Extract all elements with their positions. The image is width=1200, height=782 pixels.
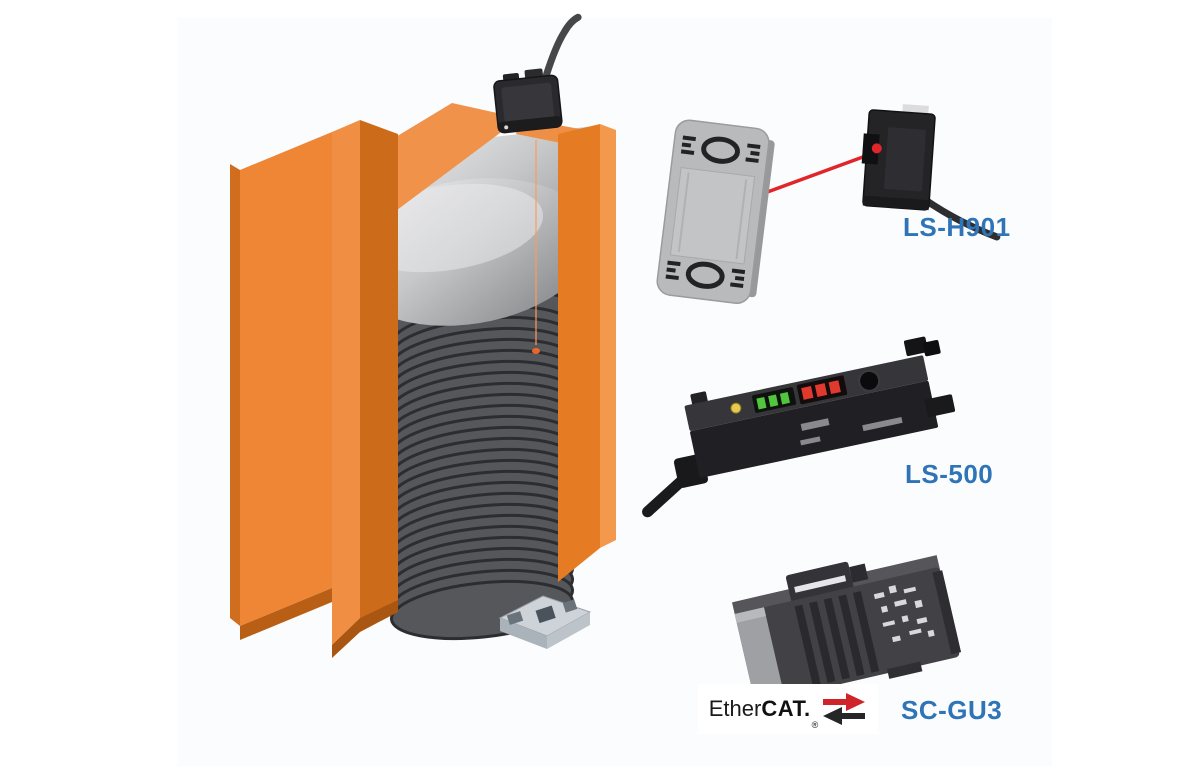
coil-top-dome (343, 178, 593, 326)
fixture-left-fin (230, 132, 332, 640)
fixture-right-plate (558, 124, 616, 582)
product-label-ls-h901[interactable]: LS-H901 (903, 212, 1011, 242)
ls-h901-beam (761, 148, 883, 196)
ls-500-red-display (801, 380, 841, 400)
ls-500-led (730, 402, 742, 414)
fixture-front-fin (332, 120, 398, 658)
ethercat-registered-mark: ® (811, 720, 819, 730)
ethercat-text-bold: CAT. (761, 696, 811, 721)
ls-h901-group (656, 104, 1001, 304)
ls-500-amplifier (642, 336, 956, 518)
sensor-cable (542, 13, 582, 80)
coil-fixture-scene (230, 13, 616, 658)
ls-500-green-display (756, 392, 790, 410)
ls-h901-cable (921, 196, 1001, 241)
product-label-ls-500[interactable]: LS-500 (905, 459, 994, 489)
ls-h901-lens (871, 143, 882, 154)
ethercat-arrows-icon (823, 693, 866, 725)
ls-500-hole (858, 369, 881, 392)
reflector (656, 119, 775, 304)
laser-beam (532, 133, 540, 354)
ethercat-text-prefix: Ether (708, 696, 762, 721)
product-label-sc-gu3[interactable]: SC-GU3 (901, 695, 1003, 725)
mounting-bracket (498, 595, 592, 649)
sc-gu3-ribs (794, 591, 880, 687)
ls-500-front-face (690, 380, 938, 478)
ls-h901-sensor (861, 104, 1001, 241)
laser-sensor-head (493, 13, 582, 134)
sc-gu3-markings (873, 585, 935, 643)
ls-500-markings (800, 416, 903, 446)
